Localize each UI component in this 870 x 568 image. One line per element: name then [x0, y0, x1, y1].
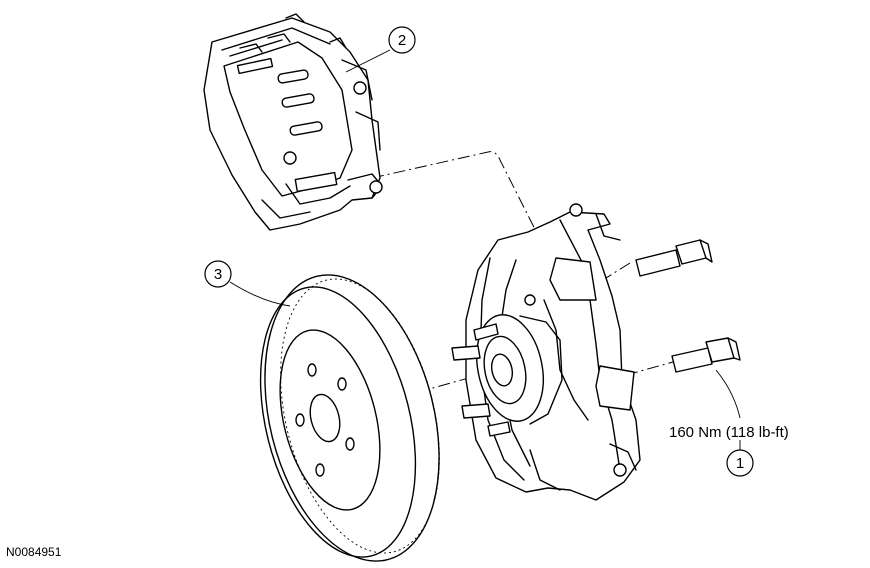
brake-disc — [259, 274, 440, 562]
brake-caliper — [203, 13, 383, 231]
steering-knuckle — [465, 203, 641, 501]
callout-2: 2 — [345, 26, 416, 73]
figure-id: N0084951 — [6, 545, 62, 559]
callout-3-number: 3 — [214, 266, 222, 283]
callout-2-number: 2 — [398, 32, 406, 49]
callout-1: 1 — [715, 369, 754, 477]
wheel-studs — [451, 323, 511, 437]
knuckle-bolts — [635, 239, 741, 373]
callout-1-number: 1 — [736, 455, 744, 472]
torque-specification: 160 Nm (118 lb-ft) — [669, 424, 789, 441]
callout-3: 3 — [204, 260, 291, 307]
